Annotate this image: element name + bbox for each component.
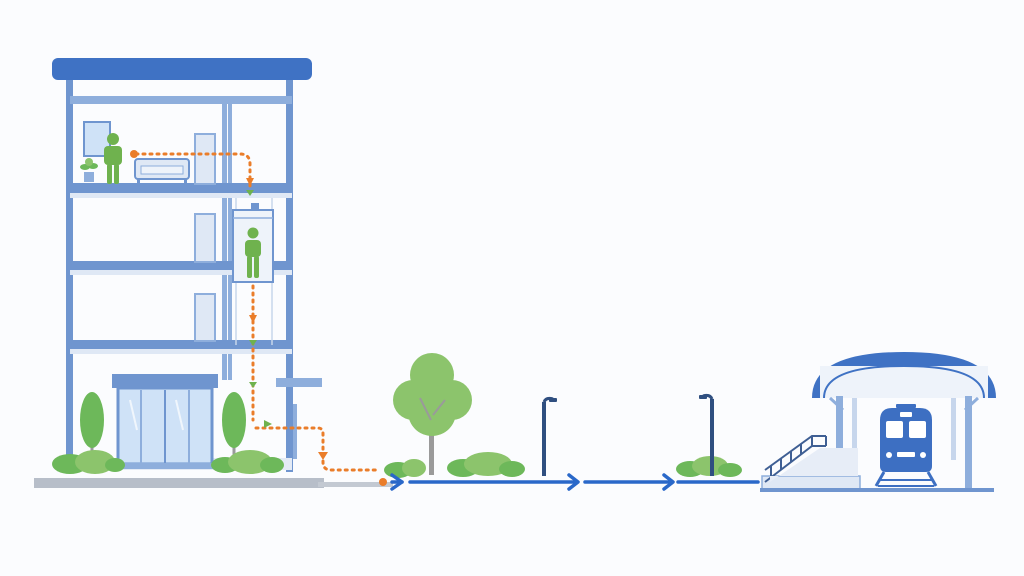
tree-icon <box>393 353 472 475</box>
bush-icon <box>52 450 125 474</box>
station-platform <box>760 475 994 492</box>
street-lamp-icon <box>699 393 714 476</box>
entrance-canopy <box>112 374 218 388</box>
entrance-glass-doors <box>112 386 218 469</box>
ground <box>34 478 393 488</box>
bush-icon <box>447 452 525 477</box>
stairs-steps <box>770 448 858 482</box>
person-icon <box>104 133 122 184</box>
building-roof <box>52 58 312 80</box>
stairs-icon <box>764 435 827 483</box>
door-icon <box>194 133 216 185</box>
tree-icon <box>222 392 246 458</box>
bush-icon <box>211 450 284 474</box>
person-icon <box>245 227 261 278</box>
apartment-building <box>52 58 322 474</box>
bush-icon <box>676 456 742 477</box>
sofa-icon <box>134 158 190 183</box>
window <box>83 121 111 157</box>
tree-icon <box>80 392 104 458</box>
street-lamp-icon <box>542 396 557 476</box>
arrow-icon <box>246 190 272 428</box>
potted-plant-icon <box>80 158 98 182</box>
train-icon <box>874 404 938 487</box>
outdoor-route <box>390 473 760 491</box>
door-icon <box>194 293 216 342</box>
route-start-dot <box>130 150 138 158</box>
door-icon <box>194 213 216 263</box>
station-canopy <box>812 352 996 490</box>
route-end-dot <box>379 478 387 486</box>
indoor-route <box>134 152 380 472</box>
arrow-icon <box>246 178 328 460</box>
